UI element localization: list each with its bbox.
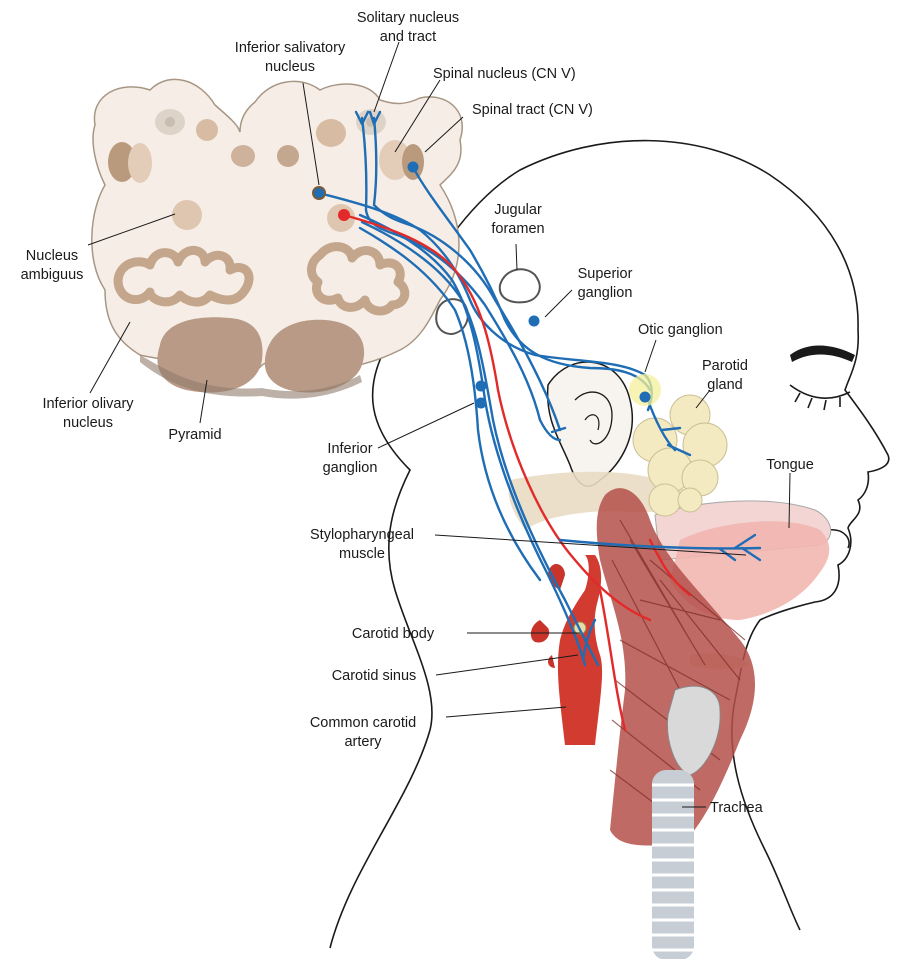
label-tongue: Tongue <box>766 457 814 473</box>
label-superior: Superior <box>578 266 633 282</box>
label-common-carotid: Common carotid <box>310 715 416 731</box>
otic-ganglion-dot <box>640 392 651 403</box>
eyelashes <box>795 393 840 410</box>
label-inferior-salivatory-2: nucleus <box>265 59 315 75</box>
label-parotid: Parotid <box>702 358 748 374</box>
label-spinal-nucleus: Spinal nucleus (CN V) <box>433 66 576 82</box>
label-inferior-olivary: Inferior olivary <box>42 396 134 412</box>
label-common-carotid-artery: artery <box>344 734 382 750</box>
spinal-tract-dot <box>408 162 419 173</box>
label-nucleus-ambiguus-2: ambiguus <box>21 267 84 283</box>
lips <box>828 530 849 548</box>
trachea-shape <box>652 770 694 959</box>
eyebrow <box>790 346 855 362</box>
label-stylopharyngeal-muscle: muscle <box>339 546 385 562</box>
inferior-salivatory-dot <box>313 187 325 199</box>
label-spinal-tract: Spinal tract (CN V) <box>472 102 593 118</box>
label-nucleus-ambiguus: Nucleus <box>26 248 78 264</box>
jugular-foramen-shape <box>500 269 540 302</box>
label-trachea: Trachea <box>710 800 764 816</box>
label-jugular: Jugular <box>494 202 542 218</box>
label-inferior: Inferior <box>327 441 372 457</box>
neck-back-outline <box>468 580 520 760</box>
label-otic-ganglion: Otic ganglion <box>638 322 723 338</box>
label-stylopharyngeal: Stylopharyngeal <box>310 527 414 543</box>
label-inferior-ganglion: ganglion <box>323 460 378 476</box>
label-pyramid: Pyramid <box>168 427 221 443</box>
label-inferior-salivatory: Inferior salivatory <box>235 40 346 56</box>
inferior-ganglion-dot-2 <box>476 398 487 409</box>
label-carotid-sinus: Carotid sinus <box>332 668 417 684</box>
label-foramen: foramen <box>491 221 544 237</box>
inferior-ganglion-dot-1 <box>476 381 487 392</box>
label-parotid-gland: gland <box>707 377 742 393</box>
ear <box>548 362 633 486</box>
nucleus-ambiguus-dot <box>338 209 350 221</box>
label-carotid-body: Carotid body <box>352 626 435 642</box>
superior-ganglion-dot <box>529 316 540 327</box>
label-superior-ganglion: ganglion <box>578 285 633 301</box>
label-inferior-olivary-2: nucleus <box>63 415 113 431</box>
label-solitary-tract: and tract <box>380 29 436 45</box>
label-solitary-nucleus: Solitary nucleus <box>357 10 459 26</box>
